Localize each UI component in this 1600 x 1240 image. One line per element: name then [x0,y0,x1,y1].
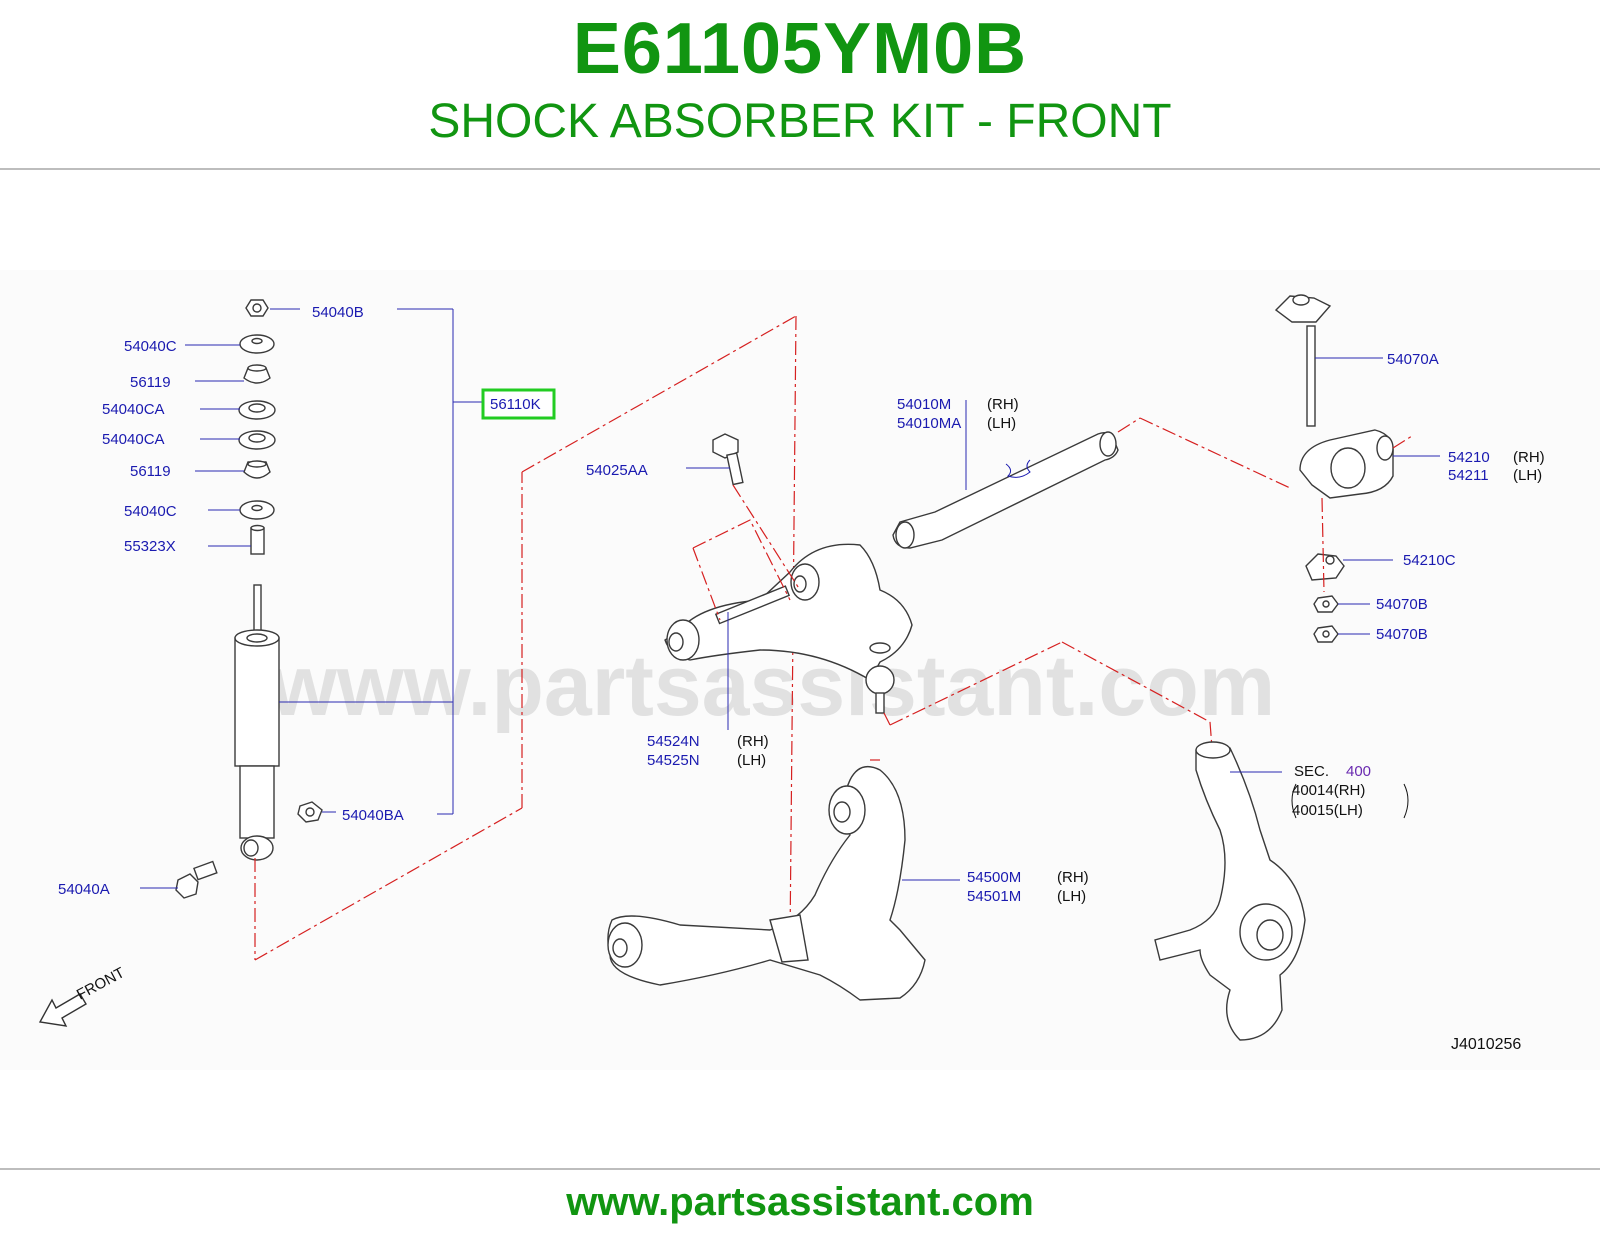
label-54070B-1[interactable]: 54070B [1376,596,1428,613]
steering-knuckle[interactable] [1154,741,1306,1041]
label-54040CA-2[interactable]: 54040CA [102,431,165,448]
diagram-id: J4010256 [1451,1036,1521,1053]
label-54040A[interactable]: 54040A [58,881,110,898]
label-54070A[interactable]: 54070A [1387,351,1439,368]
nut-54070B-1[interactable] [1313,595,1339,613]
shock-kit-leaders [140,308,482,889]
label-54501M[interactable]: 54501M [967,888,1021,905]
label-lh-54525N: (LH) [737,752,766,769]
part-number: E61105YM0B [572,9,1028,89]
bolt-54040A[interactable] [175,860,218,899]
stabilizer-mount-parts [1274,294,1440,643]
label-54040C-top[interactable]: 54040C [124,338,177,355]
highlight-box [481,388,556,420]
label-rh-54010M: (RH) [987,396,1019,413]
label-54211[interactable]: 54211 [1448,467,1489,484]
label-sec-number[interactable]: 400 [1346,763,1371,780]
bolt-54025AA[interactable] [712,433,744,486]
label-54500M[interactable]: 54500M [967,869,1021,886]
label-sec: SEC. [1294,763,1329,780]
label-40014[interactable]: 40014(RH) [1292,782,1365,799]
label-54010MA[interactable]: 54010MA [897,415,961,432]
label-lh-54211: (LH) [1513,467,1542,484]
label-55323X[interactable]: 55323X [124,538,176,555]
center-leaders [686,400,967,881]
label-54040CA-1[interactable]: 54040CA [102,401,165,418]
label-54524N[interactable]: 54524N [647,733,700,750]
upper-link-and-arm [664,433,913,726]
label-54040B[interactable]: 54040B [312,304,364,321]
label-lh-54010MA: (LH) [987,415,1016,432]
label-54010M[interactable]: 54010M [897,396,951,413]
label-56110K[interactable]: 56110K [490,396,541,413]
label-56119-bottom[interactable]: 56119 [130,463,171,480]
bracket-54210[interactable] [1299,429,1394,499]
nut-54070B-2[interactable] [1313,625,1339,643]
label-rh-54210: (RH) [1513,449,1545,466]
shock-kit-parts [175,299,323,899]
bushing-56119-top[interactable] [243,367,271,384]
bolt-54070A[interactable] [1274,294,1332,427]
link-rod-54010M[interactable] [892,431,1119,549]
label-54525N[interactable]: 54525N [647,752,700,769]
shock-absorber-body[interactable] [234,584,280,861]
upper-arm-54524N[interactable] [664,543,913,681]
label-54040BA[interactable]: 54040BA [342,807,404,824]
part-labels: 54040B 54040C 56119 54040CA 54040CA 5611… [58,304,1545,1053]
lower-arm-54500M[interactable] [607,759,926,1001]
label-54070B-2[interactable]: 54070B [1376,626,1428,643]
footer-divider [0,1168,1600,1170]
front-arrow-icon [38,993,87,1027]
header-divider [0,168,1600,170]
label-rh-54500M: (RH) [1057,869,1089,886]
watermark: www.partsassistant.com [269,638,1275,734]
label-54210[interactable]: 54210 [1448,449,1490,466]
label-54025AA[interactable]: 54025AA [586,462,648,479]
label-54210C[interactable]: 54210C [1403,552,1456,569]
footer-url[interactable]: www.partsassistant.com [566,1180,1034,1224]
part-title: SHOCK ABSORBER KIT - FRONT [428,95,1172,148]
label-40015[interactable]: 40015(LH) [1292,802,1363,819]
sleeve-55323X[interactable] [250,527,265,555]
label-54040C-bottom[interactable]: 54040C [124,503,177,520]
page-header: E61105YM0B SHOCK ABSORBER KIT - FRONT [0,0,1600,170]
label-lh-54501M: (LH) [1057,888,1086,905]
label-rh-54524N: (RH) [737,733,769,750]
clamp-54210C[interactable] [1305,553,1345,581]
label-56119-top[interactable]: 56119 [130,374,171,391]
